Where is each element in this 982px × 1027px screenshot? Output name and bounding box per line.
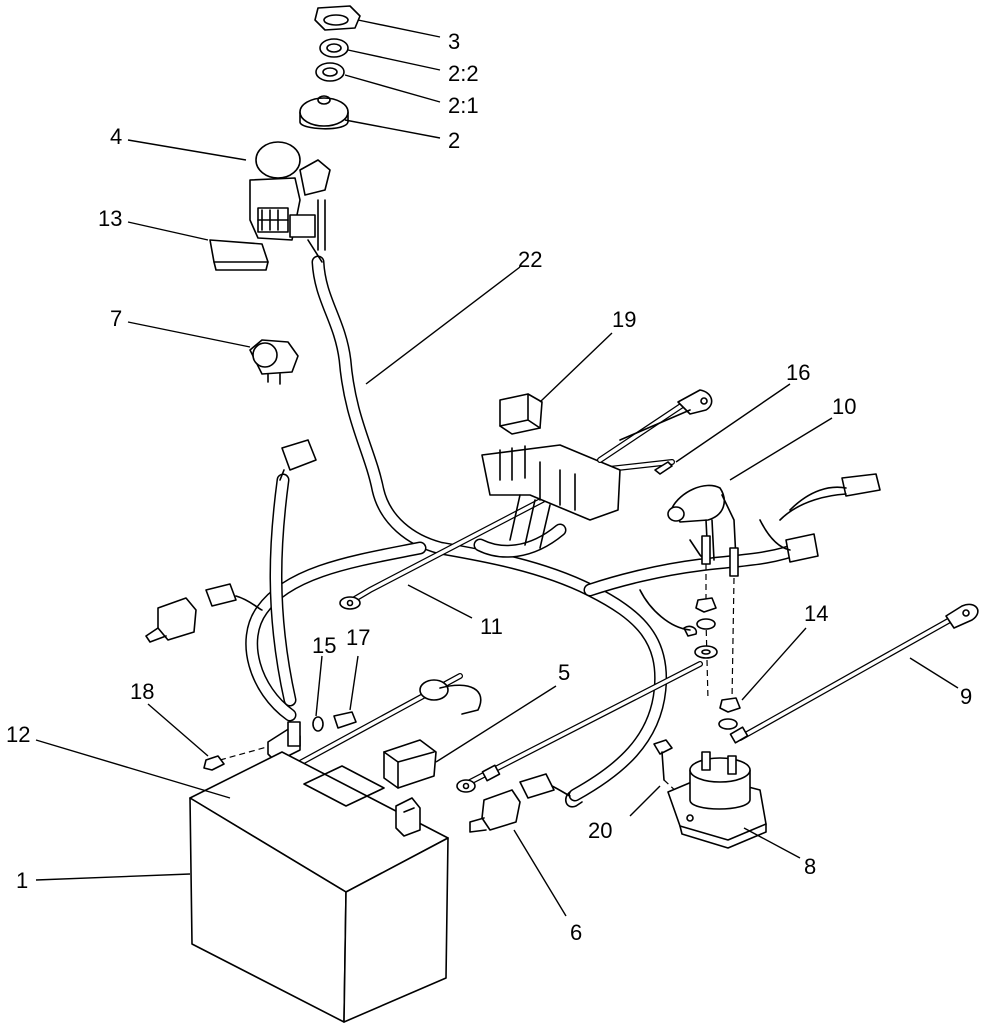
callout-16: 16 <box>786 360 810 385</box>
nut-2-2 <box>319 38 349 58</box>
callout-11: 11 <box>480 614 503 639</box>
assembly-lines <box>219 564 735 796</box>
starter-solenoid-8 <box>667 751 767 849</box>
main-wire-harness <box>245 255 807 808</box>
nut-18 <box>203 755 225 771</box>
ground-cable-lower <box>456 661 703 793</box>
callout-7: 7 <box>110 306 122 331</box>
switch-7 <box>249 339 299 385</box>
connector-upper-right <box>779 473 881 521</box>
fuse-block <box>481 444 621 549</box>
terminal-boot-5 <box>383 739 437 789</box>
callout-19: 19 <box>612 307 636 332</box>
callout-8: 8 <box>804 854 816 879</box>
callout-10: 10 <box>832 394 856 419</box>
callout-4: 4 <box>110 124 122 149</box>
battery-cable-11 <box>339 459 675 610</box>
callout-17: 17 <box>346 625 370 650</box>
connector-mid-right <box>759 519 819 563</box>
callout-1: 1 <box>16 868 28 893</box>
callout-18: 18 <box>130 679 154 704</box>
switch-module-4 <box>249 141 331 263</box>
callout-3: 3 <box>448 29 460 54</box>
callout-labels: 3 2:2 2:1 2 4 13 22 7 19 16 10 11 5 14 9… <box>6 29 972 945</box>
washer-2-1 <box>315 62 345 82</box>
callout-12: 12 <box>6 722 30 747</box>
leader-lines <box>35 19 959 917</box>
callout-2-2: 2:2 <box>448 61 479 86</box>
relay-19 <box>499 393 543 435</box>
ignition-switch-2 <box>299 95 349 130</box>
hardware-15-17 <box>312 711 357 732</box>
callout-5: 5 <box>558 660 570 685</box>
callout-22: 22 <box>518 247 542 272</box>
solenoid-hardware <box>639 589 741 730</box>
bolt-20 <box>653 739 673 781</box>
key-cap-3 <box>314 5 361 31</box>
callout-20: 20 <box>588 818 612 843</box>
battery-cable-9 <box>729 603 979 744</box>
screw-16 <box>654 461 673 475</box>
plug-upper-left <box>279 439 317 481</box>
plug-6 <box>469 773 571 833</box>
callout-13: 13 <box>98 206 122 231</box>
callout-14: 14 <box>804 601 828 626</box>
callout-6: 6 <box>570 920 582 945</box>
battery-1 <box>189 751 449 1023</box>
harness-plug-left <box>145 583 263 643</box>
callout-9: 9 <box>960 684 972 709</box>
terminal-boot-10 <box>667 484 739 577</box>
callout-2-1: 2:1 <box>448 93 479 118</box>
connector-13 <box>209 239 269 271</box>
ground-cable-16 <box>597 389 713 463</box>
callout-2: 2 <box>448 128 460 153</box>
battery-clamp-bracket <box>267 721 301 763</box>
callout-15: 15 <box>312 633 336 658</box>
